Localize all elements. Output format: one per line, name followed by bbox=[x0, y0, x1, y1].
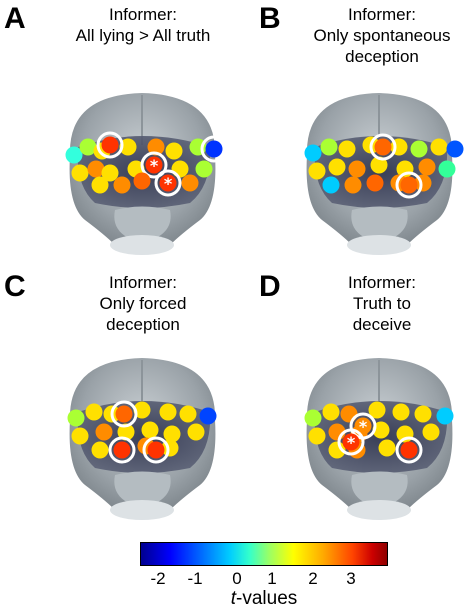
brain-head-render bbox=[67, 358, 217, 520]
colorbar-label: t-values bbox=[230, 588, 298, 609]
brain-head-render bbox=[304, 93, 464, 255]
colorbar-gradient bbox=[140, 542, 388, 566]
colorbar-tick: 3 bbox=[346, 569, 356, 588]
panel-title: Informer: Truth to deceive bbox=[347, 273, 417, 334]
panel-a: A Informer: All lying > All truth ** bbox=[0, 0, 237, 270]
colorbar-tick: 2 bbox=[308, 569, 318, 588]
panel-letter: C bbox=[4, 270, 26, 303]
panel-c: C Informer: Only forced deception bbox=[0, 268, 237, 538]
panel-letter: B bbox=[259, 2, 281, 35]
colorbar: -2 -1 0 1 2 3 t-values bbox=[140, 542, 388, 612]
colorbar-tick: -2 bbox=[150, 569, 166, 588]
colorbar-tick: -1 bbox=[187, 569, 203, 588]
brain-head-render: ** bbox=[304, 358, 454, 520]
panel-b: B Informer: Only spontaneous deception bbox=[237, 0, 474, 270]
panel-letter: D bbox=[259, 270, 281, 303]
panel-letter: A bbox=[4, 2, 26, 35]
svg-text:*: * bbox=[150, 156, 159, 175]
svg-text:*: * bbox=[347, 433, 356, 452]
panel-title: Informer: Only forced deception bbox=[99, 273, 187, 334]
colorbar-tick: 1 bbox=[267, 569, 277, 588]
svg-text:*: * bbox=[164, 174, 173, 193]
panel-title: Informer: Only spontaneous deception bbox=[313, 5, 451, 66]
panel-title: Informer: All lying > All truth bbox=[75, 5, 211, 45]
svg-text:*: * bbox=[359, 417, 368, 436]
panel-d: D Informer: Truth to deceive ** bbox=[237, 268, 474, 538]
brain-head-render: ** bbox=[65, 93, 228, 255]
colorbar-tick: 0 bbox=[232, 569, 242, 588]
